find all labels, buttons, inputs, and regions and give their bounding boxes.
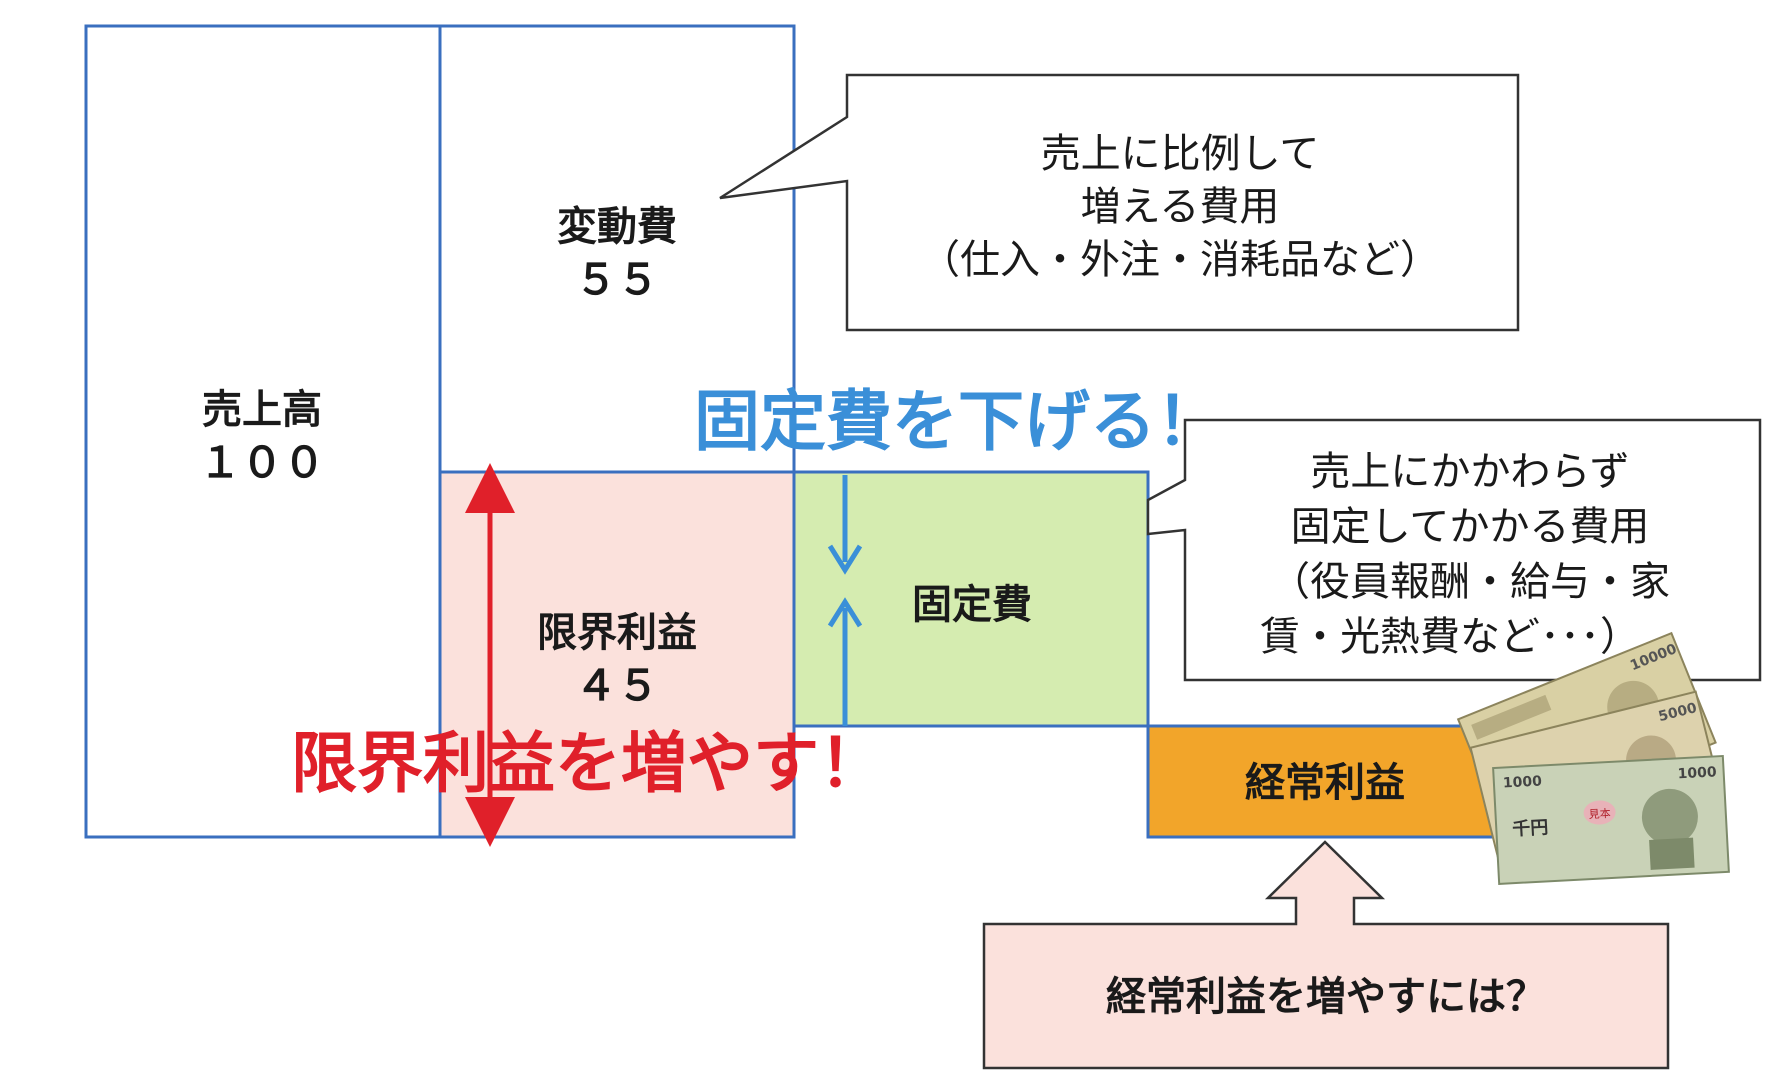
ordinary-profit-box xyxy=(1146,724,1504,839)
variable-note-line-3: （仕入・外注・消耗品など） xyxy=(920,237,1440,283)
fixed-cost-label: 固定費 xyxy=(912,582,1032,628)
banknote-1000-value: 1000 xyxy=(1503,774,1543,792)
reduce-fixed-cost-text: 固定費を下げる！ xyxy=(694,383,1222,460)
variable-cost-box xyxy=(438,24,796,474)
fixed-down-arrow-icon xyxy=(827,544,863,575)
variable-cost-label: 変動費 xyxy=(557,204,677,250)
variable-note-callout xyxy=(719,73,1520,332)
fixed-note-line-1: 売上にかかわらず xyxy=(1310,449,1629,495)
question-text: 経常利益を増やすには？ xyxy=(1106,974,1546,1020)
fixed-note-line-4: 賃・光熱費など･･･） xyxy=(1260,614,1640,660)
fixed-up-arrow-icon xyxy=(827,597,863,628)
banknote-sample-stamp: 見本 xyxy=(1588,806,1611,821)
yen-banknotes-icon: 10000 5000 1000 1000 千円 見本 xyxy=(1456,631,1730,885)
increase-marginal-profit-text: 限界利益を増やす！ xyxy=(291,725,885,802)
sales-box xyxy=(84,24,442,839)
variable-cost-value: ５５ xyxy=(575,255,659,304)
variable-note-line-1: 売上に比例して xyxy=(1041,131,1320,177)
fixed-note-line-2: 固定してかかる費用 xyxy=(1291,504,1650,550)
sales-value: １００ xyxy=(199,438,325,487)
sales-label: 売上高 xyxy=(202,387,322,433)
fixed-cost-box xyxy=(792,470,1150,728)
marginal-profit-value: ４５ xyxy=(575,661,659,710)
question-callout xyxy=(982,840,1670,1070)
variable-note-line-2: 増える費用 xyxy=(1081,184,1280,230)
banknote-front-text: 千円 xyxy=(1512,817,1549,840)
fixed-note-callout xyxy=(1146,418,1762,682)
fixed-note-line-3: （役員報酬・給与・家 xyxy=(1270,559,1670,605)
ordinary-profit-label: 経常利益 xyxy=(1245,760,1405,806)
marginal-profit-label: 限界利益 xyxy=(537,610,697,656)
banknote-1000-corner: 1000 xyxy=(1677,764,1717,782)
